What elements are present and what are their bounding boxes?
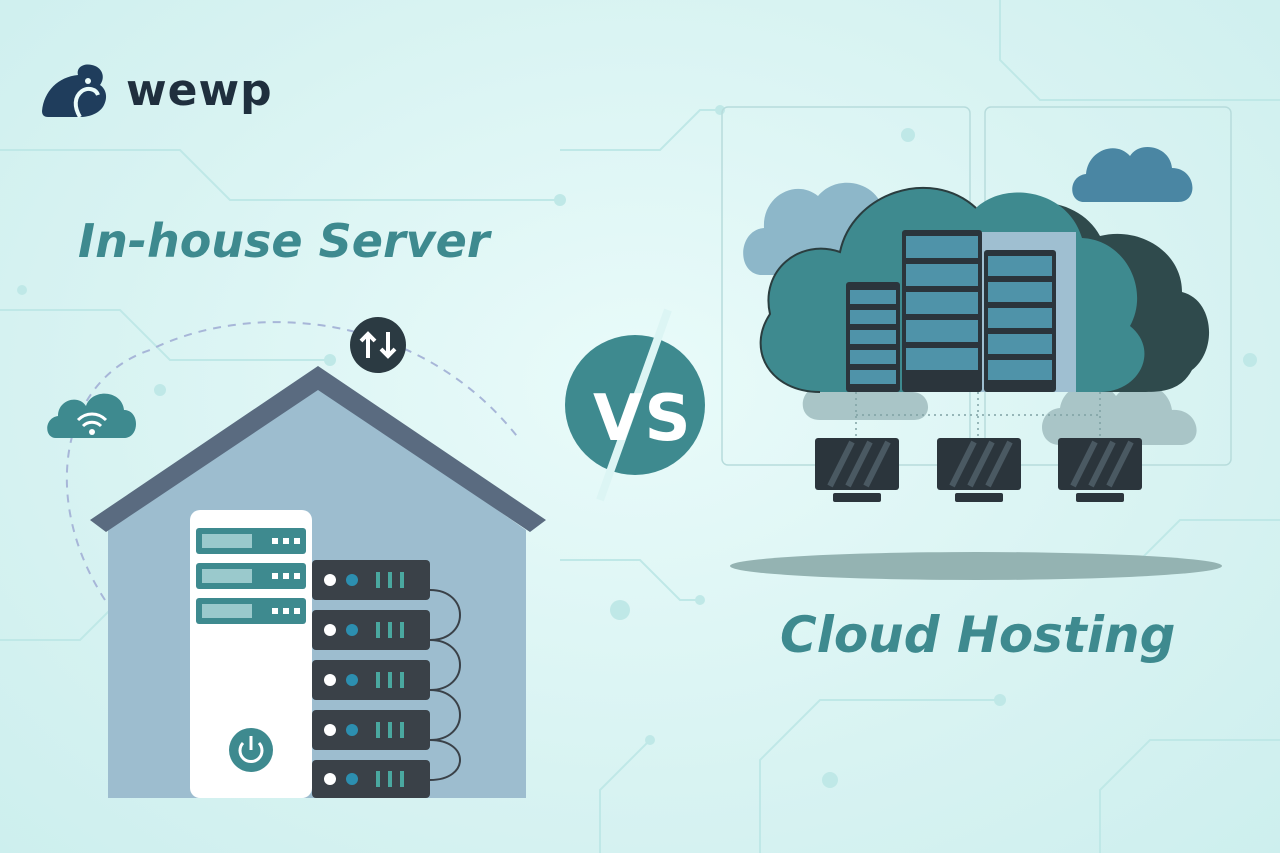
server-rack-icon xyxy=(312,560,461,798)
brand-logo[interactable]: wewp xyxy=(40,58,273,122)
cloud-hosting-title: Cloud Hosting xyxy=(780,606,1176,664)
connection-arc xyxy=(65,321,521,601)
wifi-cloud-icon xyxy=(47,393,136,438)
transfer-arrows-icon xyxy=(350,317,406,373)
power-icon[interactable] xyxy=(229,728,273,772)
floor-shadow xyxy=(730,552,1222,580)
versus-label: VS xyxy=(593,382,693,456)
monitor-icon xyxy=(815,438,1142,502)
brand-name: wewp xyxy=(126,64,273,116)
elephant-icon xyxy=(42,64,107,119)
cloud-connections xyxy=(855,392,1101,438)
tower-server xyxy=(190,510,312,798)
in-house-server-title: In-house Server xyxy=(78,214,490,268)
versus-badge: VS xyxy=(565,308,705,502)
cloud-servers xyxy=(846,230,1076,392)
